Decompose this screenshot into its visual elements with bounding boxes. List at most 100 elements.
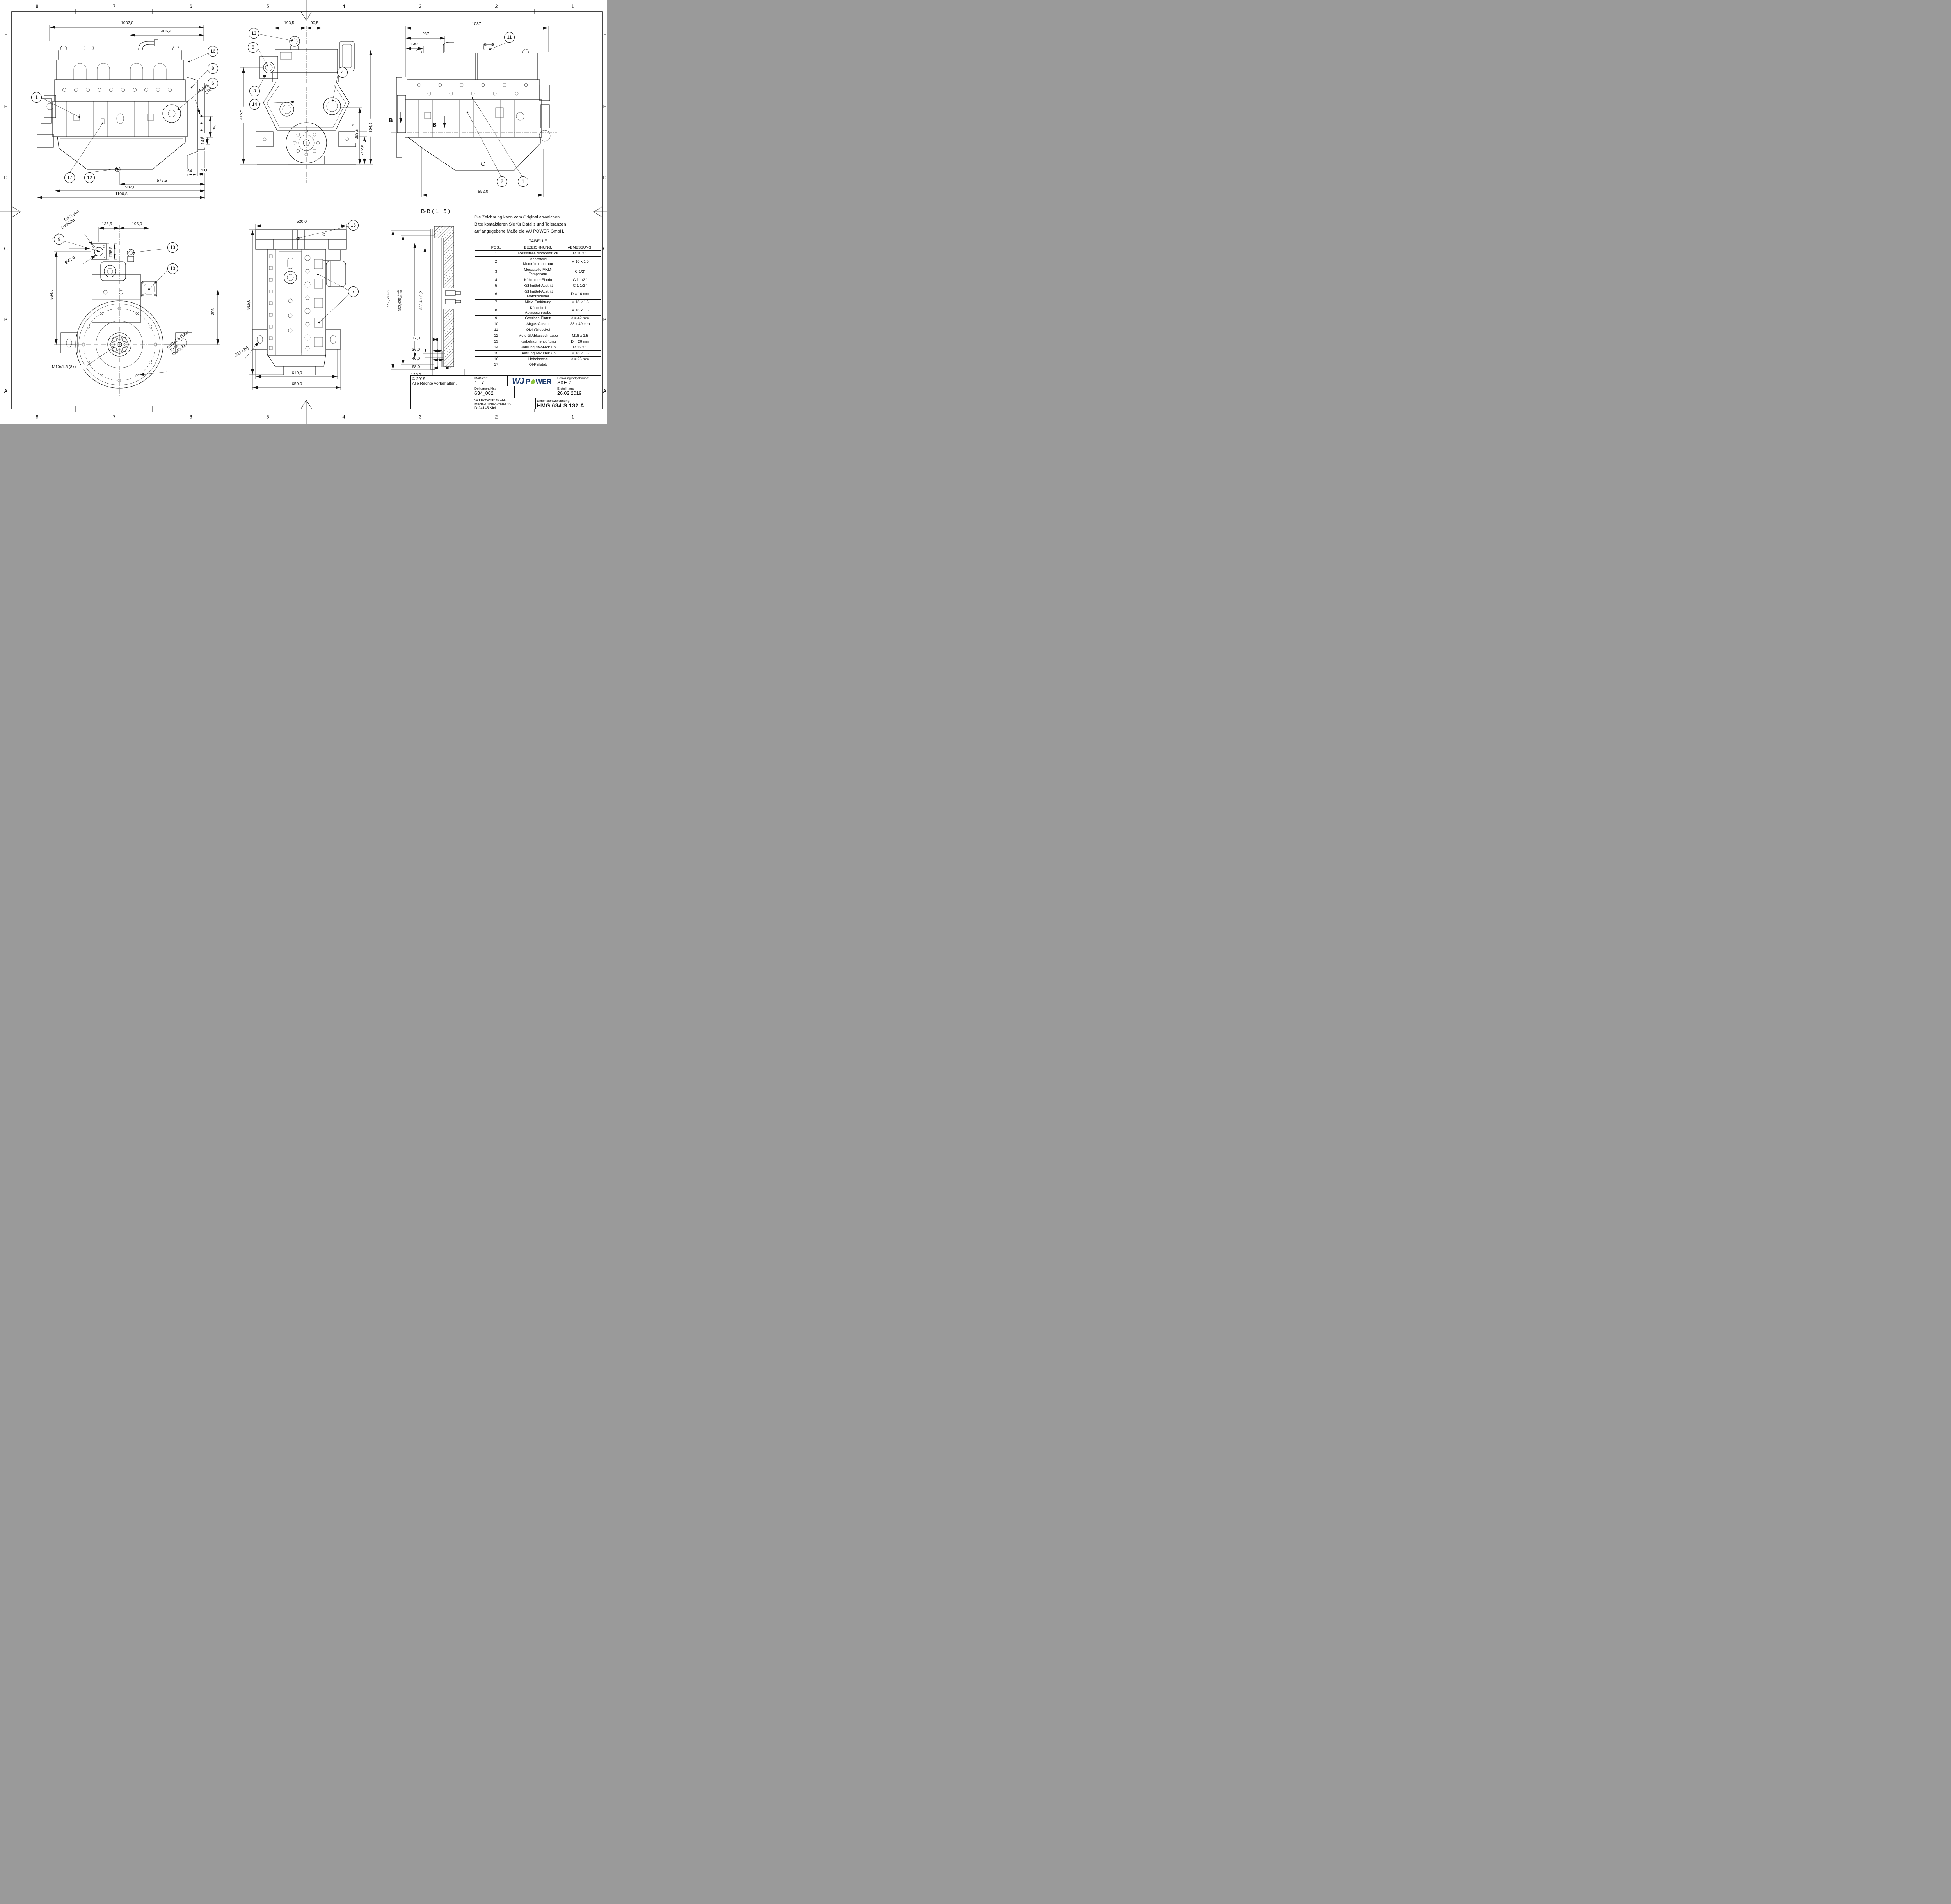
cell-pos: 9: [475, 315, 517, 322]
balloon-crankcase-vent: 13: [249, 28, 259, 39]
view-section-bb: B-B ( 1 : 5 ) 447,68 H8 405,0 352,425+ 0…: [384, 208, 476, 384]
rear-linework: [54, 225, 220, 396]
zone-col-top-2: 2: [495, 3, 498, 9]
cell-dim: G 1/2”: [559, 266, 601, 278]
zone-row-left-D: D: [4, 174, 8, 181]
cell-name: Öl-Peilstab: [517, 362, 560, 368]
dim-top-520: 520,0: [291, 219, 312, 224]
part-name: Bohrung KW-Pick Up: [521, 351, 556, 355]
cell-name: Öleinfülldeckel: [517, 327, 560, 333]
zone-col-bottom-4: 4: [342, 414, 345, 420]
part-name: Kurbelraumentlüftung: [520, 339, 556, 344]
scale-value: 1 : 7: [474, 380, 484, 385]
document-number-cell: Dokument Nr.: 634_002: [473, 386, 515, 398]
cell-name: Bohrung KW-Pick Up: [517, 350, 560, 357]
part-name: Kühlmittel-Eintritt: [524, 278, 552, 282]
drawing-frame: [0, 0, 607, 424]
part-name: Hebelasche: [528, 357, 548, 361]
view-rear-flywheel: Ø6,3 (4x) Lochbild □ 57 Ø42,0 136,5 196,…: [43, 209, 226, 401]
balloon-cooler-outlet: 6: [208, 78, 218, 89]
cell-pos: 17: [475, 362, 517, 368]
balloon-coolant-inlet: 4: [337, 67, 348, 78]
copyright-year: © 2019: [412, 377, 426, 381]
cell-name: Messstelle Motoröldruck: [517, 250, 560, 257]
dim-rear-1365: 136,5: [97, 222, 117, 227]
dim-pan-5725: 572,5: [150, 178, 174, 183]
view-front: 193,5 90,5 415,5 293,8 894,6 20 292,8 13…: [233, 19, 378, 186]
company-cell: WJ POWER GmbH Marie-Curie-Straße 19 D-24…: [473, 398, 536, 410]
zone-col-top-8: 8: [36, 3, 39, 9]
dim-bb-68: 68,0: [407, 364, 425, 369]
logo-wj: WJ: [512, 376, 524, 386]
dim-top-915: 915,0: [246, 295, 251, 314]
dim-bb-128: 128,0: [407, 373, 425, 378]
housing-label: Schwungradgehäuse:: [557, 376, 590, 380]
cell-pos: 8: [475, 305, 517, 316]
zone-col-top-6: 6: [189, 3, 192, 9]
zone-col-bottom-1: 1: [571, 414, 574, 420]
cell-dim: D = 16 mm: [559, 289, 601, 300]
zone-col-top-4: 4: [342, 3, 345, 9]
balloon-coolant-drain: 8: [208, 63, 218, 74]
section-linework: [391, 226, 465, 382]
housing-value: SAE 2: [557, 380, 571, 385]
part-name: Messstelle MKM-Temperatur: [524, 267, 553, 277]
zone-col-bottom-7: 7: [113, 414, 116, 420]
dim-front-905: 90,5: [306, 21, 323, 26]
dim-front-4155: 415,5: [239, 106, 244, 123]
type-label: Dimensionszeichnung:: [537, 399, 570, 403]
date-value: 26.02.2019: [557, 391, 582, 396]
tol-plus: + 0,076: [397, 289, 400, 298]
balloon-num: 11: [507, 35, 512, 40]
zone-row-left-A: A: [4, 388, 8, 394]
balloon-num: 14: [252, 102, 257, 107]
balloon-crankcase-vent-2: 13: [167, 242, 178, 253]
scale-label: Maßstab:: [474, 376, 489, 380]
balloon-num: 7: [352, 289, 355, 294]
dim-front-2928: 292,8: [360, 140, 365, 159]
section-title: B-B ( 1 : 5 ): [402, 208, 469, 215]
cell-name: Abgas-Austritt: [517, 321, 560, 328]
balloon-nw-pickup: 14: [249, 99, 260, 110]
balloon-exhaust-outlet: 10: [167, 263, 178, 274]
side-right-linework: [391, 26, 557, 197]
scale-cell: Maßstab: 1 : 7: [473, 375, 508, 386]
cell-dim: M 10 x 1: [559, 250, 601, 257]
cell-dim: [559, 327, 601, 333]
part-name-2: Motorölkühler: [527, 294, 549, 298]
balloon-num: 3: [253, 89, 256, 94]
copyright-cell: © 2019 Alle Rechte vorbehalten.: [410, 375, 473, 386]
balloon-num: 8: [211, 66, 214, 71]
balloon-num: 15: [351, 223, 356, 228]
zone-row-right-D: D: [603, 174, 607, 181]
col-header-name: BEZEICHNUNG.: [517, 245, 560, 251]
view-side-left: 1037,0 406,4 M12x1,75 (8x) 89,0 14,5 64 …: [21, 19, 218, 202]
part-name: Gemisch-Eintritt: [525, 316, 551, 321]
balloon-lifting-lug: 16: [208, 46, 218, 57]
balloon-num: 1: [522, 179, 524, 184]
zone-row-left-E: E: [4, 103, 8, 110]
dim-right-852: 852,0: [470, 189, 496, 194]
company-name: WJ POWER GmbH: [474, 398, 507, 403]
balloon-num: 5: [252, 45, 254, 50]
cell-dim: M 16 x 1,5: [559, 256, 601, 267]
balloon-oil-filler: 11: [504, 32, 515, 43]
cell-pos: 15: [475, 350, 517, 357]
balloon-num: 17: [67, 175, 72, 180]
dim-rear-396: 396: [211, 303, 216, 320]
title-block: © 2019 Alle Rechte vorbehalten. Maßstab:…: [410, 375, 601, 410]
dim-bb-3334: 333,4 ± 0,2: [419, 288, 424, 314]
section-letter-b-left: B: [389, 117, 393, 124]
empty-mid-cell: [514, 386, 556, 398]
zone-row-right-B: B: [603, 316, 607, 323]
disclaimer-note: Die Zeichnung kann vom Original abweiche…: [474, 215, 606, 236]
cell-pos: 16: [475, 356, 517, 362]
